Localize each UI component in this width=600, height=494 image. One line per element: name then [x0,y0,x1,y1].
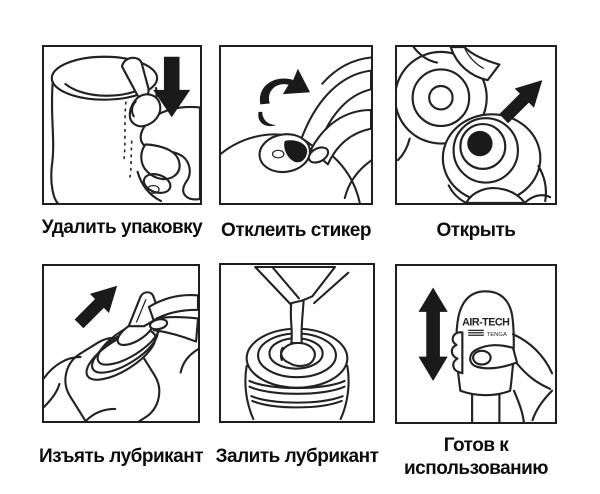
product-label: AIR-TECH [462,316,510,328]
product-brand: TENGA [487,332,507,338]
pouring-sachet [254,265,350,345]
step-1-caption: Удалить упаковку [41,217,203,238]
step-2-illustration [221,56,371,203]
cup-opening [441,113,542,203]
sticker-tab [284,140,308,163]
holding-hand [450,331,554,422]
step-4-illustration [44,285,198,421]
peeling-fingers [300,56,371,200]
step-2-panel [219,45,373,205]
step-1-illustration [50,55,200,203]
device-body: AIR-TECH TENGA [455,290,515,422]
supporting-hand [44,355,117,421]
rotate-arrow-icon [258,68,311,127]
step-1-panel [42,45,202,205]
step-5-caption: Залить лубрикант [215,446,379,467]
northeast-arrow-icon [74,285,118,329]
step-3-caption: Открыть [436,220,516,241]
step-4-caption: Изъять лубрикант [38,446,204,467]
step-6-caption: Готов к использованию [403,435,549,479]
step-3-illustration [397,47,552,203]
cup-body-and-hand [397,137,552,203]
extracting-hand [147,293,198,374]
northeast-arrow-icon [499,80,543,124]
cup-front [244,327,350,421]
step-5-illustration [244,265,350,421]
pulling-hand [128,93,200,203]
step-6-illustration: AIR-TECH TENGA [418,287,554,422]
step-3-panel [395,45,557,205]
step-2-caption: Отклеить стикер [221,220,371,241]
label-lines [468,329,484,336]
step-4-panel [42,264,200,423]
down-arrow-icon [153,56,191,118]
up-down-arrow-icon [418,287,448,382]
step-5-panel [219,263,375,423]
step-6-panel: AIR-TECH TENGA [395,264,557,424]
